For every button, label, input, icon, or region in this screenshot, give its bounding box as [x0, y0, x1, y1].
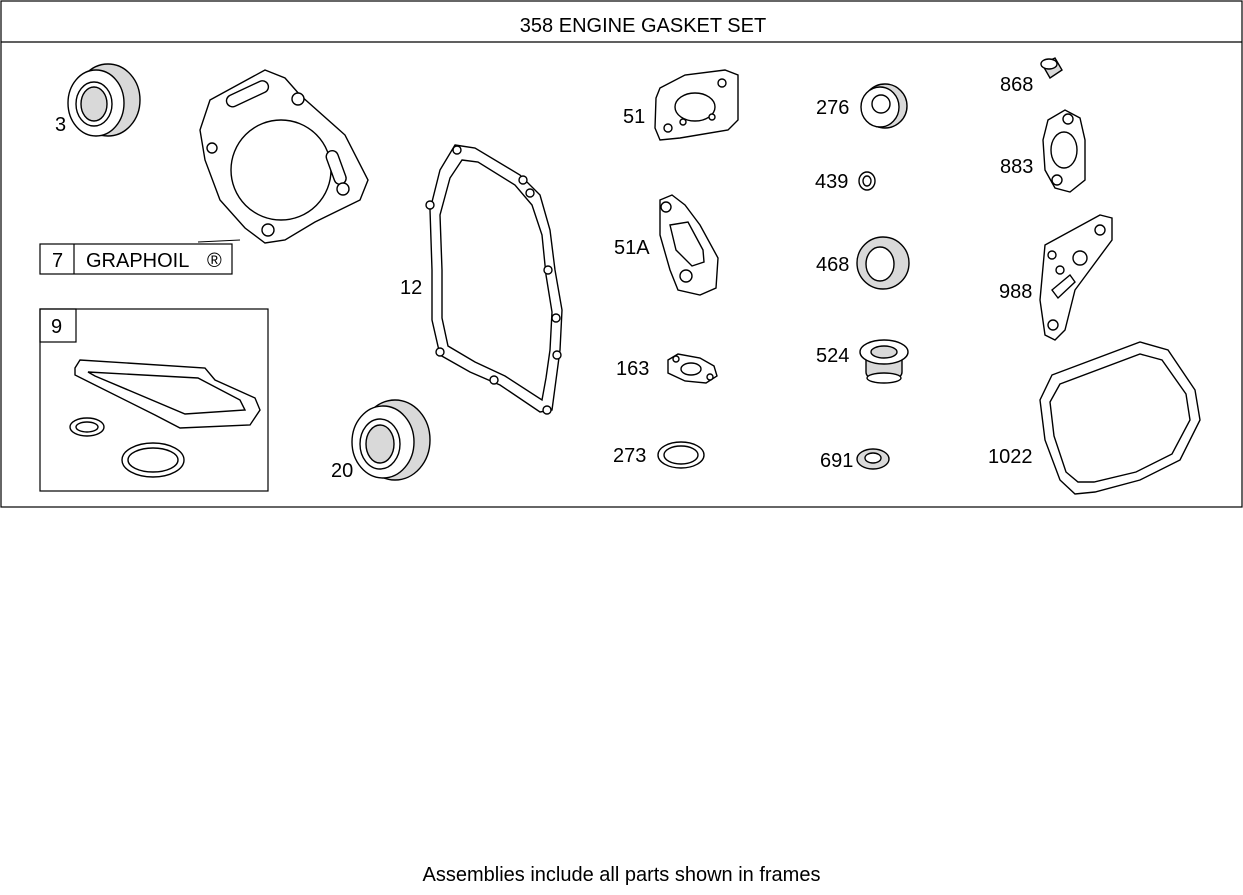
- part-883-label: 883: [1000, 156, 1033, 178]
- part-273-washer: [657, 441, 705, 469]
- part-163-label: 163: [616, 358, 649, 380]
- part-439-ring: [858, 171, 876, 191]
- part-51-label: 51: [623, 106, 645, 128]
- part-7-graphoil-box: [39, 239, 241, 275]
- part-868-label: 868: [1000, 74, 1033, 96]
- part-51a-label: 51A: [614, 237, 650, 259]
- part-7-head-gasket: [199, 69, 369, 244]
- part-9-valve-cover-gasket: [74, 359, 261, 429]
- part-883-gasket: [1042, 109, 1086, 193]
- part-273-label: 273: [613, 445, 646, 467]
- part-468-seal: [856, 236, 910, 290]
- part-9-frame: [39, 308, 269, 492]
- footer-note: Assemblies include all parts shown in fr…: [422, 864, 821, 886]
- part-691-label: 691: [820, 450, 853, 472]
- part-468-label: 468: [816, 254, 849, 276]
- part-1022-gasket: [1039, 341, 1201, 495]
- diagram-frame: [0, 0, 1243, 508]
- part-988-gasket: [1039, 214, 1113, 341]
- part-868-seal: [1040, 57, 1063, 79]
- part-439-label: 439: [815, 171, 848, 193]
- part-276-label: 276: [816, 97, 849, 119]
- part-524-label: 524: [816, 345, 849, 367]
- part-988-label: 988: [999, 281, 1032, 303]
- part-1022-label: 1022: [988, 446, 1033, 468]
- diagram-title: 358 ENGINE GASKET SET: [520, 15, 766, 37]
- part-3-label: 3: [55, 114, 66, 136]
- part-7-label: 7: [52, 250, 63, 272]
- part-163-gasket: [667, 353, 718, 384]
- part-20-seal: [351, 399, 431, 481]
- part-20-label: 20: [331, 460, 353, 482]
- part-12-crankcase-gasket: [425, 144, 563, 415]
- part-276-seal: [860, 83, 908, 129]
- graphoil-label: GRAPHOIL: [86, 250, 189, 272]
- part-9-number-box: [39, 308, 77, 343]
- part-51a-gasket: [659, 194, 719, 296]
- part-51-gasket: [654, 69, 739, 141]
- part-9-label: 9: [51, 316, 62, 338]
- part-524-grommet: [859, 339, 909, 384]
- part-691-washer: [856, 448, 890, 470]
- part-12-label: 12: [400, 277, 422, 299]
- registered-mark: ®: [207, 250, 222, 272]
- part-3-seal: [67, 63, 141, 137]
